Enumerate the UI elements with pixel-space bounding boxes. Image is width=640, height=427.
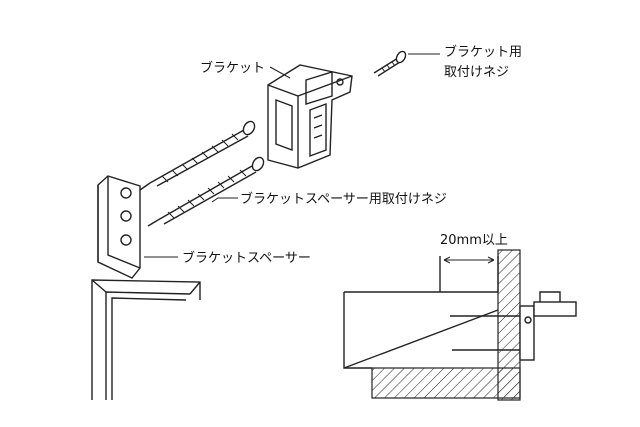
bracket-icon <box>267 64 353 169</box>
spacer-label: ブラケットスペーサー <box>182 250 311 266</box>
window-frame-icon <box>91 279 201 400</box>
screw-icon <box>147 156 265 227</box>
clearance-label: 20mm以上 <box>440 233 508 248</box>
spacer-icon <box>97 175 141 279</box>
spacer-screw-label: ブラケットスペーサー用取付けネジ <box>240 191 447 207</box>
bracket-screw-label-line1: ブラケット用 <box>444 44 522 60</box>
bracket-screw-label-line2: 取付けネジ <box>444 65 509 80</box>
screw-icon <box>373 50 407 77</box>
wall-section-icon <box>343 249 577 401</box>
screw-icon <box>139 120 256 191</box>
bracket-label: ブラケット <box>200 60 265 76</box>
